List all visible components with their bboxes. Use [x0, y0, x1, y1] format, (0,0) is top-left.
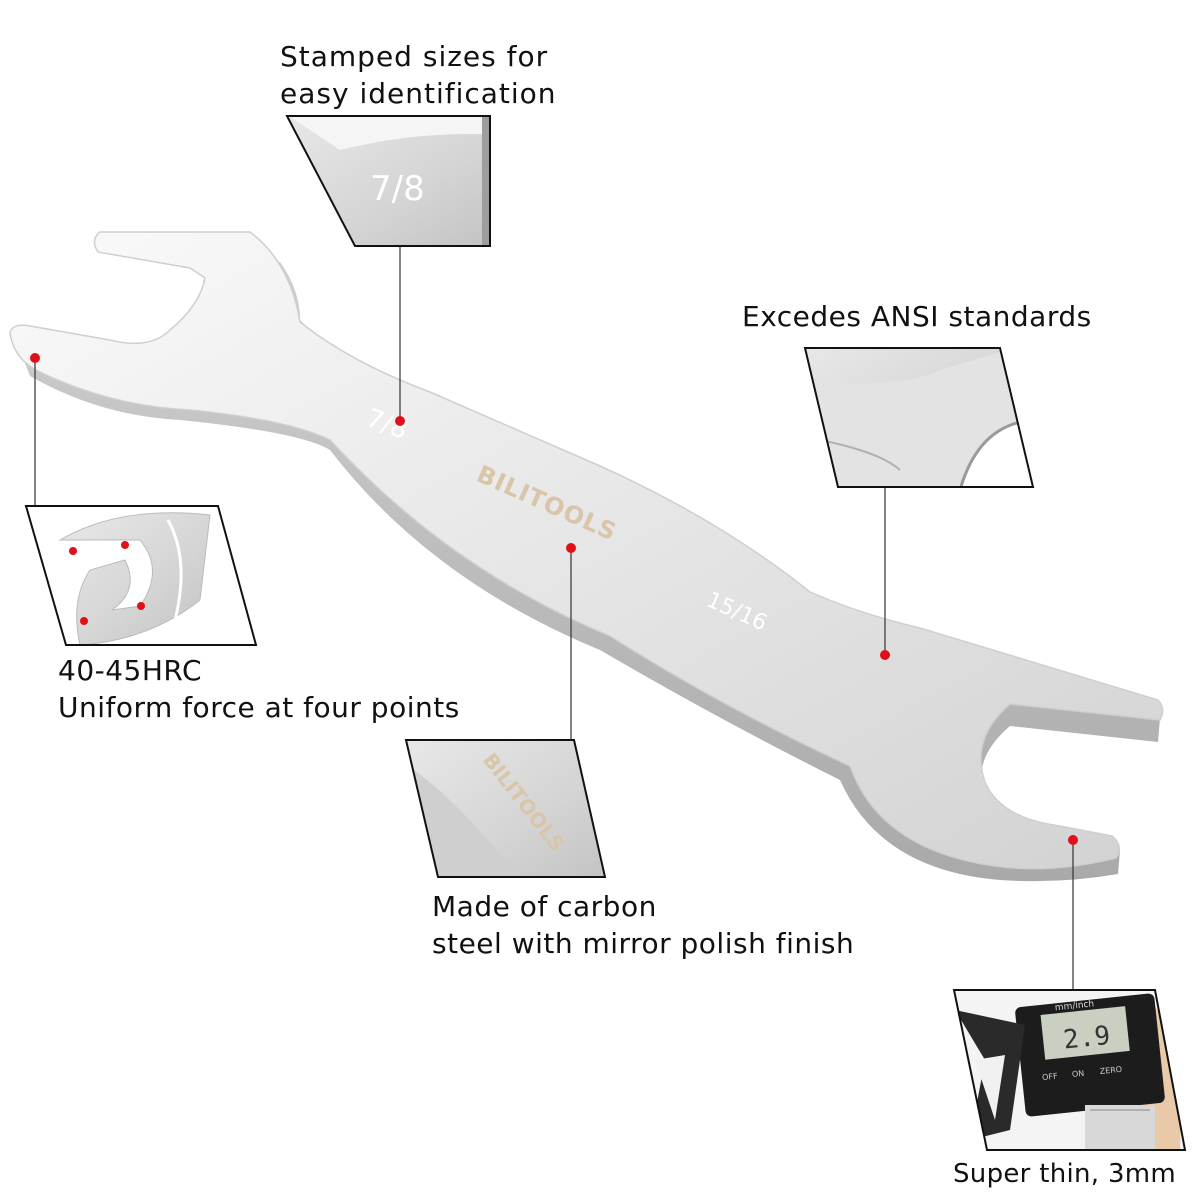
- marker-thin: [1068, 835, 1078, 845]
- callout-stamped-inset: 7/8: [285, 115, 491, 247]
- marker-handle: [566, 543, 576, 553]
- label-hardness: 40-45HRC Uniform force at four points: [58, 652, 460, 726]
- label-thin: Super thin, 3mm: [953, 1156, 1176, 1193]
- label-material-line-1: Made of carbon: [432, 890, 657, 923]
- leader-lines: [34, 246, 1074, 990]
- caliper-reading: 2.9: [1062, 1021, 1112, 1056]
- label-material: Made of carbon steel with mirror polish …: [432, 888, 854, 962]
- callout-hardness-inset: [24, 505, 258, 646]
- inset-size-stamp: 7/8: [370, 169, 425, 209]
- caliper-btn-on: ON: [1071, 1069, 1084, 1079]
- caliper-btn-off: OFF: [1042, 1071, 1059, 1082]
- marker-jaw-tip: [30, 353, 40, 363]
- callout-material-inset: BILITOOLS: [404, 739, 607, 878]
- wrench: 7/8 BILITOOLS 15/16: [9, 231, 1164, 882]
- label-stamped-line-2: easy identification: [280, 77, 557, 110]
- label-stamped-line-1: Stamped sizes for: [280, 40, 549, 73]
- wrench-face: [9, 231, 1164, 870]
- label-ansi-line-1: Excedes ANSI standards: [742, 300, 1092, 333]
- label-ansi: Excedes ANSI standards: [742, 298, 1092, 335]
- caliper-units: mm/inch: [1054, 999, 1094, 1013]
- marker-stamp: [395, 416, 405, 426]
- marker-ansi: [880, 650, 890, 660]
- label-hardness-line-2: Uniform force at four points: [58, 691, 460, 724]
- callout-ansi-inset: [803, 347, 1035, 488]
- label-hardness-line-1: 40-45HRC: [58, 654, 203, 687]
- label-material-line-2: steel with mirror polish finish: [432, 927, 855, 960]
- label-stamped: Stamped sizes for easy identification: [280, 38, 557, 112]
- markers: [30, 353, 1078, 845]
- label-thin-line-1: Super thin, 3mm: [953, 1159, 1177, 1189]
- callout-thin-inset: mm/inch 2.9 OFF ON ZERO: [952, 989, 1187, 1151]
- caliper-btn-zero: ZERO: [1099, 1065, 1122, 1076]
